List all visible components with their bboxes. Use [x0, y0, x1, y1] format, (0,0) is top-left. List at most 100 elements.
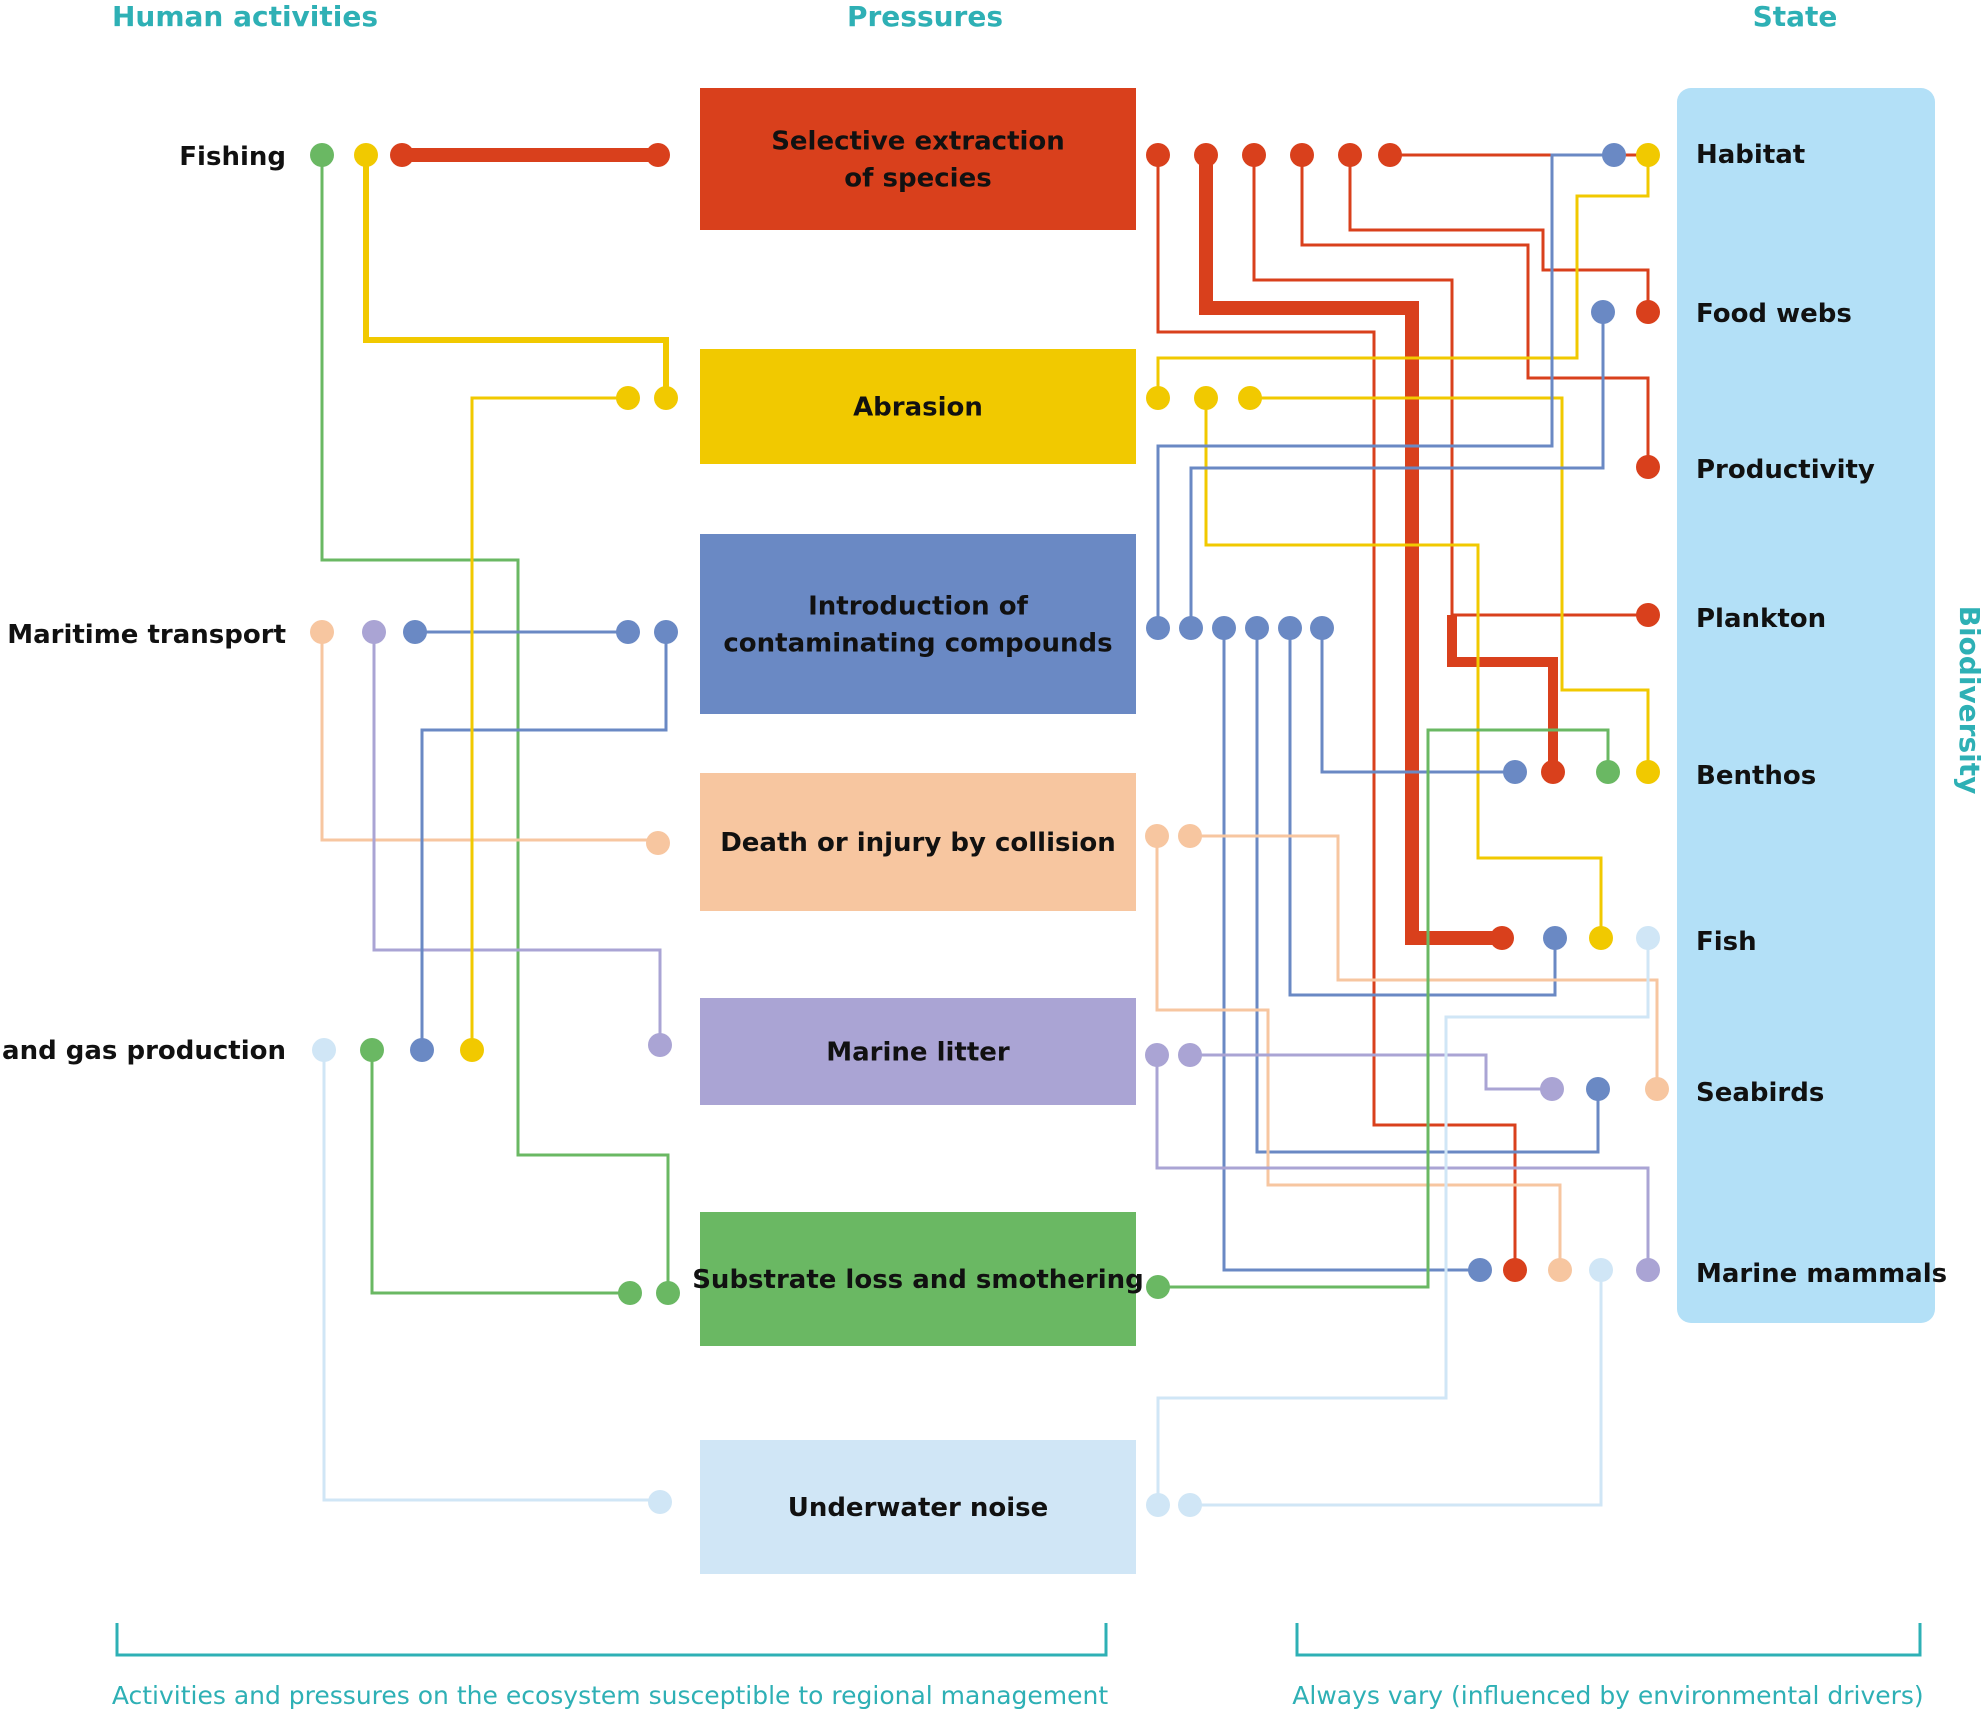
link-extraction-productivity	[1300, 155, 1650, 467]
dot-contaminants-out-2	[1179, 616, 1203, 640]
link-litter-seabirds	[1190, 1053, 1552, 1091]
dot-transport-peach	[310, 620, 334, 644]
dot-noise-out-2	[1178, 1493, 1202, 1517]
pressure-label-noise: Underwater noise	[788, 1493, 1049, 1523]
link-abrasion-benthos	[1250, 396, 1650, 772]
link-contaminants-fish	[1288, 628, 1557, 997]
state-productivity: Productivity	[1696, 455, 1875, 485]
link-oilgas-abrasion	[470, 396, 628, 1050]
pressure-label-extraction: of species	[844, 164, 991, 194]
dot-benthos-red	[1541, 760, 1565, 784]
connector-lines	[320, 148, 1659, 1507]
link-transport-collision	[320, 632, 658, 842]
link-substrate-benthos	[1158, 728, 1610, 1289]
link-contaminants-habitat	[1156, 153, 1614, 628]
dot-extraction-in	[646, 143, 670, 167]
state-benthos: Benthos	[1696, 761, 1816, 791]
link-collision-seabirds	[1190, 834, 1659, 1089]
dot-contaminants-in-2	[654, 620, 678, 644]
pressure-label-contaminants: contaminating compounds	[723, 629, 1112, 659]
dot-fishing-red	[390, 143, 414, 167]
dot-seabirds-blue	[1586, 1077, 1610, 1101]
dot-extraction-out-1	[1146, 143, 1170, 167]
link-oilgas-noise	[322, 1050, 660, 1502]
pressure-box-abrasion	[700, 349, 1136, 464]
dot-seabirds-purple	[1540, 1077, 1564, 1101]
dot-mammals-blue	[1468, 1258, 1492, 1282]
pressure-label-contaminants: Introduction of	[808, 592, 1028, 622]
dot-foodwebs-blue	[1591, 300, 1615, 324]
pressure-box-substrate	[700, 1212, 1136, 1346]
dot-benthos-blue	[1503, 760, 1527, 784]
pressure-label-litter: Marine litter	[826, 1038, 1010, 1068]
dot-substrate-in-1	[618, 1281, 642, 1305]
dot-litter-out-2	[1178, 1043, 1202, 1067]
dot-abrasion-out-3	[1238, 386, 1262, 410]
dot-plankton-red	[1636, 603, 1660, 627]
link-contaminants-foodwebs	[1189, 312, 1605, 628]
dot-extraction-out-4	[1290, 143, 1314, 167]
pressure-label-extraction: Selective extraction	[771, 127, 1065, 157]
link-noise-fish	[1156, 938, 1650, 1505]
header-state: State	[1753, 0, 1838, 33]
state-fish: Fish	[1696, 927, 1757, 957]
dot-contaminants-out-1	[1146, 616, 1170, 640]
dot-noise-in	[648, 1490, 672, 1514]
link-contaminants-benthos	[1320, 628, 1515, 774]
link-extraction-fish	[1405, 783, 1509, 945]
connection-dots	[310, 143, 1669, 1517]
state-plankton: Plankton	[1696, 604, 1826, 634]
link-extraction-mammals	[1156, 155, 1517, 1267]
footer-left-caption: Activities and pressures on the ecosyste…	[112, 1681, 1109, 1710]
dot-contaminants-out-3	[1212, 616, 1236, 640]
dot-mammals-purple	[1636, 1258, 1660, 1282]
activity-oil-gas: Oil and gas production	[0, 1036, 286, 1066]
link-abrasion-fish	[1204, 398, 1603, 938]
dot-abrasion-in-2	[654, 386, 678, 410]
state-food-webs: Food webs	[1696, 299, 1852, 329]
activity-fishing: Fishing	[179, 142, 286, 172]
link-extraction-benthos-thin	[1447, 615, 1558, 772]
dot-noise-out-1	[1146, 1493, 1170, 1517]
dot-contaminants-in-1	[616, 620, 640, 644]
footer-right-caption: Always vary (influenced by environmental…	[1292, 1681, 1923, 1710]
pressure-label-collision: Death or injury by collision	[720, 828, 1116, 858]
dot-collision-in	[646, 831, 670, 855]
link-noise-mammals	[1190, 1270, 1603, 1507]
pressure-box-extraction	[700, 88, 1136, 230]
pressure-box-noise	[700, 1440, 1136, 1574]
pressure-box-collision	[700, 773, 1136, 911]
dot-habitat-blue	[1602, 143, 1626, 167]
state-seabirds: Seabirds	[1696, 1078, 1824, 1108]
link-collision-mammals	[1155, 836, 1562, 1270]
link-contaminants-mammals	[1222, 628, 1480, 1272]
link-litter-mammals	[1155, 1055, 1650, 1270]
dot-extraction-out-6	[1378, 143, 1402, 167]
dot-collision-out-1	[1145, 824, 1169, 848]
dot-substrate-out	[1146, 1275, 1170, 1299]
footer-bracket-right	[1295, 1623, 1922, 1657]
dot-foodwebs-red	[1636, 300, 1660, 324]
biodiversity-label: Biodiversity	[1953, 606, 1986, 795]
pressure-box-contaminants	[700, 534, 1136, 714]
dot-contaminants-out-4	[1245, 616, 1269, 640]
dot-fishing-yellow	[354, 143, 378, 167]
dot-extraction-out-3	[1242, 143, 1266, 167]
state-panel	[1677, 88, 1935, 1323]
dot-seabirds-peach	[1645, 1077, 1669, 1101]
link-oilgas-contaminants	[420, 632, 668, 1050]
dot-contaminants-out-5	[1278, 616, 1302, 640]
dot-benthos-green	[1596, 760, 1620, 784]
dot-fish-yellow	[1589, 926, 1613, 950]
header-human-activities: Human activities	[112, 0, 378, 33]
dot-fish-blue	[1543, 926, 1567, 950]
link-transport-litter	[372, 632, 662, 1042]
link-oilgas-substrate	[370, 1050, 630, 1295]
dot-fish-red	[1490, 926, 1514, 950]
dot-substrate-in-2	[656, 1281, 680, 1305]
pressure-box-litter	[700, 998, 1136, 1105]
state-marine-mammals: Marine mammals	[1696, 1259, 1947, 1289]
dot-habitat-yellow	[1636, 143, 1660, 167]
